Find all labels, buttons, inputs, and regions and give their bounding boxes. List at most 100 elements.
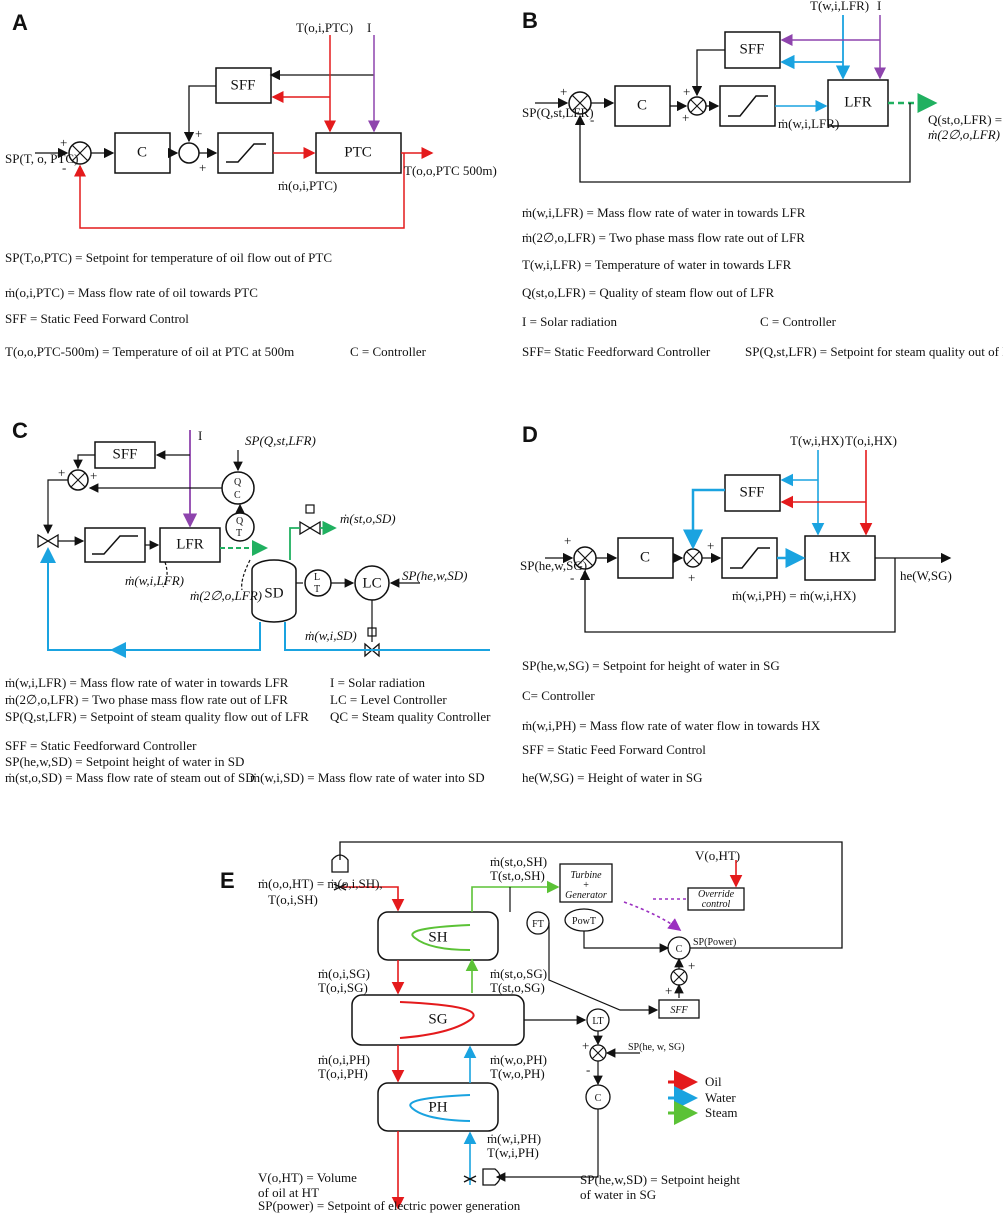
legend-line: ṁ(w,i,LFR) = Mass flow rate of water in … bbox=[522, 205, 806, 220]
svg-text:+: + bbox=[683, 84, 690, 99]
lt-label: LT bbox=[592, 1016, 603, 1027]
v-ht-label: V(o,HT) bbox=[695, 848, 740, 863]
legend-line: I = Solar radiation bbox=[330, 675, 426, 690]
preheater-box bbox=[377, 1082, 499, 1132]
mass-out-label: ṁ(2∅,o,LFR) bbox=[928, 127, 1000, 142]
legend-water-label: Water bbox=[705, 1090, 736, 1105]
svg-text:+: + bbox=[583, 880, 590, 891]
sd-label: SD bbox=[264, 585, 283, 601]
sg-label: SG bbox=[428, 1011, 447, 1027]
sff-label: SFF bbox=[739, 484, 764, 500]
svg-text:+: + bbox=[682, 110, 689, 125]
svg-text:+: + bbox=[58, 465, 65, 480]
water-sd-label: ṁ(w,i,SD) bbox=[305, 628, 357, 643]
qt-t: T bbox=[236, 528, 242, 539]
legend-line: Q(st,o,LFR) = Quality of steam flow out … bbox=[522, 285, 775, 300]
ft-label: FT bbox=[532, 919, 544, 930]
legend-line: ṁ(st,o,SD) = Mass flow rate of steam out… bbox=[5, 770, 255, 785]
saturation-icon bbox=[728, 95, 768, 117]
legend-line: ṁ(w,i,LFR) = Mass flow rate of water in … bbox=[5, 675, 289, 690]
saturation-icon bbox=[92, 535, 138, 555]
legend-line: C= Controller bbox=[522, 688, 595, 703]
svg-text:-: - bbox=[62, 160, 66, 175]
height-label: he(W,SG) bbox=[900, 568, 952, 583]
legend-line: T(w,i,LFR) = Temperature of water in tow… bbox=[522, 257, 792, 272]
legend-line: SFF= Static Feedforward Controller bbox=[522, 344, 711, 359]
lfr-label: LFR bbox=[176, 536, 204, 552]
legend-line: SFF = Static Feed Forward Control bbox=[5, 311, 189, 326]
sff-box bbox=[658, 999, 700, 1019]
lt-t: T bbox=[314, 584, 320, 595]
legend-line: ṁ(2∅,o,LFR) = Two phase mass flow rate o… bbox=[522, 230, 805, 245]
panel-e: E SH SG PH Turbine + Generator PowT FT C… bbox=[0, 820, 1003, 1216]
svg-text:+: + bbox=[688, 958, 695, 973]
m-wo-ph-label: ṁ(w,o,PH) bbox=[490, 1052, 547, 1067]
m-oi-sg-label: ṁ(o,i,SG) bbox=[318, 966, 370, 981]
svg-text:-: - bbox=[590, 112, 594, 127]
t-st-sg-label: T(st,o,SG) bbox=[490, 980, 545, 995]
override-control-box bbox=[687, 887, 745, 911]
legend-line: ṁ(w,i,PH) = Mass flow rate of water flow… bbox=[522, 718, 821, 733]
legend-line: I = Solar radiation bbox=[522, 314, 618, 329]
legend-line: LC = Level Controller bbox=[330, 692, 447, 707]
legend-line: ṁ(2∅,o,LFR) = Two phase mass flow rate o… bbox=[5, 692, 288, 707]
t-in-label: T(w,i,LFR) bbox=[810, 0, 869, 13]
note-line: SP(power) = Setpoint of electric power g… bbox=[258, 1198, 521, 1213]
setpoint-label: SP(he,w,SG) bbox=[520, 558, 587, 573]
sff-label: SFF bbox=[739, 41, 764, 57]
inlet-valve bbox=[37, 533, 59, 549]
t-oi-sg-label: T(o,i,SG) bbox=[318, 980, 368, 995]
panel-letter-a: A bbox=[12, 10, 28, 35]
qt-q: Q bbox=[236, 516, 244, 527]
sp-he-sg-label: SP(he, w, SG) bbox=[628, 1042, 685, 1053]
svg-text:+: + bbox=[564, 533, 571, 548]
mass-flow-label: ṁ(w,i,LFR) bbox=[778, 116, 839, 131]
panel-c-diagram: C SFF LFR Q C Q T SD L T LC bbox=[12, 418, 490, 658]
t-water-label: T(w,i,HX) bbox=[790, 433, 844, 448]
setpoint-label: SP(T, o, PTC) bbox=[5, 151, 78, 166]
c2-label: C bbox=[595, 1093, 602, 1104]
svg-text:+: + bbox=[707, 538, 714, 553]
note-line: V(o,HT) = Volume of oil at HT bbox=[258, 1170, 357, 1200]
panel-a-diagram: A SFF C PTC + - + + T(o,i,PTC) I bbox=[5, 10, 497, 229]
sff-box bbox=[724, 474, 781, 512]
turbine-box bbox=[559, 863, 613, 903]
panel-letter-d: D bbox=[522, 422, 538, 447]
lt-l: L bbox=[314, 572, 320, 583]
note-line: SP(he,w,SD) = Setpoint height of water i… bbox=[580, 1172, 740, 1202]
t-out-label: T(o,o,PTC 500m) bbox=[404, 163, 497, 178]
panel-b-diagram: B SFF C LFR + - + + T(w,i,LFR) I SP(Q,st… bbox=[522, 0, 1002, 183]
legend-line: SP(he,w,SD) = Setpoint height of water i… bbox=[5, 754, 245, 769]
m-st-sh-label: ṁ(st,o,SH) bbox=[490, 854, 547, 869]
qc-c: C bbox=[234, 490, 241, 501]
sff-label: SFF bbox=[670, 1005, 688, 1016]
panel-c: C SFF LFR Q C Q T SD L T LC bbox=[0, 410, 500, 790]
panel-a: A SFF C PTC + - + + T(o,i,PTC) I bbox=[0, 0, 500, 380]
panel-d: D SFF C HX + - + + T(w,i,HX) T(o,i,HX) S… bbox=[500, 410, 1003, 790]
mass-flow-label: ṁ(o,i,PTC) bbox=[278, 178, 337, 193]
svg-text:-: - bbox=[570, 570, 574, 585]
t-oi-ph-label: T(o,i,PH) bbox=[318, 1066, 368, 1081]
superheater-box bbox=[377, 911, 499, 961]
t-wo-ph-label: T(w,o,PH) bbox=[490, 1066, 545, 1081]
t-oil-label: T(o,i,HX) bbox=[845, 433, 897, 448]
t-st-sh-label: T(st,o,SH) bbox=[490, 868, 545, 883]
lc-label: LC bbox=[362, 575, 381, 591]
legend-line: C = Controller bbox=[760, 314, 836, 329]
legend-line: C = Controller bbox=[350, 344, 426, 359]
svg-text:+: + bbox=[199, 160, 206, 175]
m-wi-ph-label: ṁ(w,i,PH) bbox=[487, 1131, 541, 1146]
m-st-sg-label: ṁ(st,o,SG) bbox=[490, 966, 547, 981]
two-phase-label: ṁ(2∅,o,LFR) bbox=[190, 588, 262, 603]
panel-letter-b: B bbox=[522, 8, 538, 33]
hx-label: HX bbox=[829, 549, 851, 565]
quality-out-label: Q(st,o,LFR) = bbox=[928, 112, 1002, 127]
oil-valve-actuator bbox=[331, 854, 349, 873]
panel-b: B SFF C LFR + - + + T(w,i,LFR) I SP(Q,st… bbox=[500, 0, 1003, 380]
saturation-box bbox=[84, 527, 146, 563]
panel-d-diagram: D SFF C HX + - + + T(w,i,HX) T(o,i,HX) S… bbox=[520, 422, 952, 633]
ptc-label: PTC bbox=[344, 144, 372, 160]
saturation-icon bbox=[226, 143, 266, 163]
m-oi-ph-label: ṁ(o,i,PH) bbox=[318, 1052, 370, 1067]
svg-text:+: + bbox=[60, 135, 67, 150]
